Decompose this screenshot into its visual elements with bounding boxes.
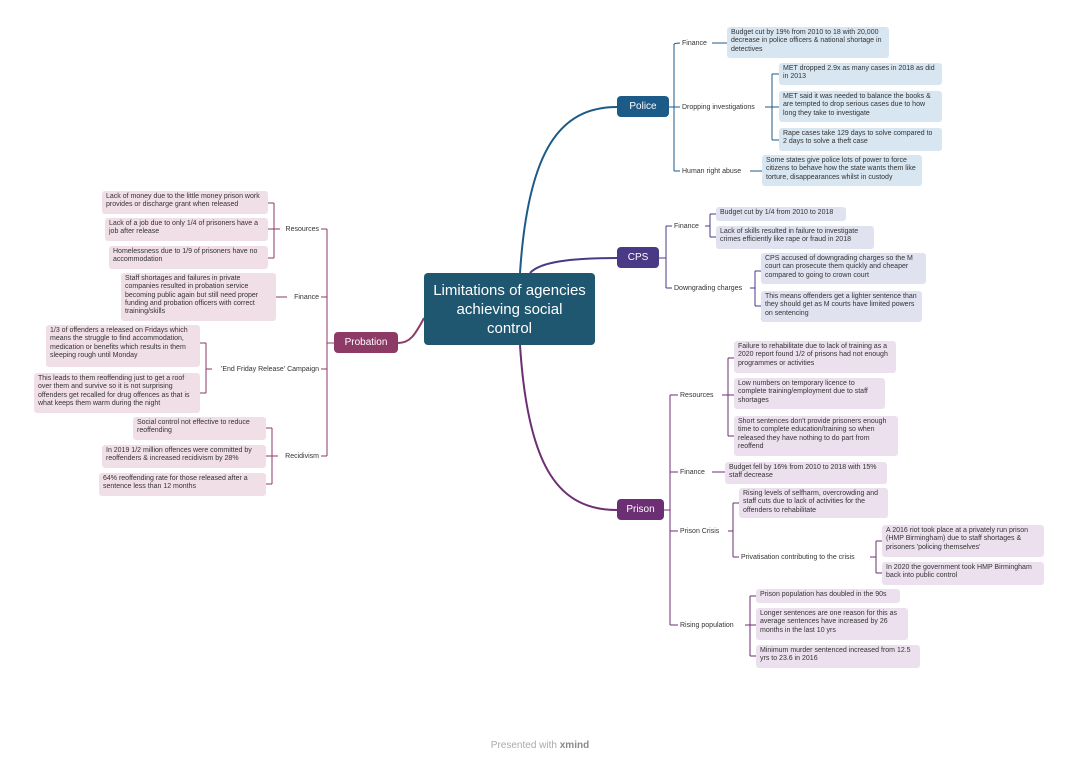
- prison-leaf-public-control[interactable]: In 2020 the government took HMP Birmingh…: [882, 562, 1044, 585]
- police-leaf-rape-cases[interactable]: Rape cases take 129 days to solve compar…: [779, 128, 942, 151]
- footer-credit: Presented with xmind: [0, 740, 1080, 751]
- probation-leaf-lack-of-job[interactable]: Lack of a job due to only 1/4 of prisone…: [105, 218, 268, 241]
- prison-leaf-temporary-licence[interactable]: Low numbers on temporary licence to comp…: [734, 378, 885, 409]
- branch-probation[interactable]: Probation: [334, 332, 398, 353]
- probation-leaf-2019-offences[interactable]: In 2019 1/2 million offences were commit…: [102, 445, 266, 468]
- probation-leaf-staff-shortages[interactable]: Staff shortages and failures in private …: [121, 273, 276, 321]
- prison-leaf-population-doubled[interactable]: Prison population has doubled in the 90s: [756, 589, 900, 603]
- probation-leaf-lack-of-money[interactable]: Lack of money due to the little money pr…: [102, 191, 268, 214]
- police-leaf-budget-cut[interactable]: Budget cut by 19% from 2010 to 18 with 2…: [727, 27, 889, 58]
- cps-leaf-lack-of-skills[interactable]: Lack of skills resulted in failure to in…: [716, 226, 874, 249]
- footer-prefix: Presented with: [490, 740, 557, 751]
- cps-subtopic-downgrading-charges[interactable]: Downgrading charges: [674, 284, 743, 292]
- prison-subtopic-rising-population[interactable]: Rising population: [680, 621, 734, 629]
- probation-leaf-homelessness[interactable]: Homelessness due to 1/9 of prisoners hav…: [109, 246, 268, 269]
- prison-leaf-minimum-murder[interactable]: Minimum murder sentenced increased from …: [756, 645, 920, 668]
- cps-leaf-lighter-sentence[interactable]: This means offenders get a lighter sente…: [761, 291, 922, 322]
- prison-subtopic-resources[interactable]: Resources: [680, 391, 714, 399]
- prison-leaf-short-sentences[interactable]: Short sentences don't provide prisoners …: [734, 416, 898, 456]
- central-topic[interactable]: Limitations of agencies achieving social…: [424, 273, 595, 345]
- probation-leaf-social-control[interactable]: Social control not effective to reduce r…: [133, 417, 266, 440]
- police-subtopic-finance[interactable]: Finance: [682, 39, 707, 47]
- cps-subtopic-finance[interactable]: Finance: [674, 222, 699, 230]
- cps-leaf-budget-cut[interactable]: Budget cut by 1/4 from 2010 to 2018: [716, 207, 846, 221]
- probation-subtopic-finance[interactable]: Finance: [294, 293, 319, 301]
- branch-prison[interactable]: Prison: [617, 499, 664, 520]
- prison-leaf-budget-fell[interactable]: Budget fell by 16% from 2010 to 2018 wit…: [725, 462, 887, 484]
- probation-leaf-reoffending-roof[interactable]: This leads to them reoffending just to g…: [34, 373, 200, 413]
- prison-subtopic-privatisation[interactable]: Privatisation contributing to the crisis: [741, 553, 855, 561]
- prison-leaf-failure-rehabilitate[interactable]: Failure to rehabilitate due to lack of t…: [734, 341, 896, 373]
- prison-subtopic-prison-crisis[interactable]: Prison Crisis: [680, 527, 720, 535]
- probation-subtopic-end-friday-release[interactable]: 'End Friday Release' Campaign: [221, 365, 319, 373]
- prison-leaf-longer-sentences[interactable]: Longer sentences are one reason for this…: [756, 608, 908, 640]
- probation-leaf-64-percent[interactable]: 64% reoffending rate for those released …: [99, 473, 266, 496]
- xmind-logo[interactable]: xmind: [559, 740, 590, 751]
- police-leaf-human-rights[interactable]: Some states give police lots of power to…: [762, 155, 922, 186]
- branch-cps[interactable]: CPS: [617, 247, 659, 268]
- probation-subtopic-recidivism[interactable]: Recidivism: [285, 452, 319, 460]
- police-leaf-met-dropped[interactable]: MET dropped 2.9x as many cases in 2018 a…: [779, 63, 942, 85]
- prison-subtopic-finance[interactable]: Finance: [680, 468, 705, 476]
- cps-leaf-accused-downgrading[interactable]: CPS accused of downgrading charges so th…: [761, 253, 926, 284]
- branch-police[interactable]: Police: [617, 96, 669, 117]
- prison-leaf-rising-selfharm[interactable]: Rising levels of selfharm, overcrowding …: [739, 488, 888, 518]
- probation-leaf-released-fridays[interactable]: 1/3 of offenders a released on Fridays w…: [46, 325, 200, 367]
- police-subtopic-dropping-investigations[interactable]: Dropping investigations: [682, 103, 755, 111]
- police-subtopic-human-right-abuse[interactable]: Human right abuse: [682, 167, 742, 175]
- prison-leaf-2016-riot[interactable]: A 2016 riot took place at a privately ru…: [882, 525, 1044, 557]
- police-leaf-met-balance-books[interactable]: MET said it was needed to balance the bo…: [779, 91, 942, 122]
- probation-subtopic-resources[interactable]: Resources: [285, 225, 319, 233]
